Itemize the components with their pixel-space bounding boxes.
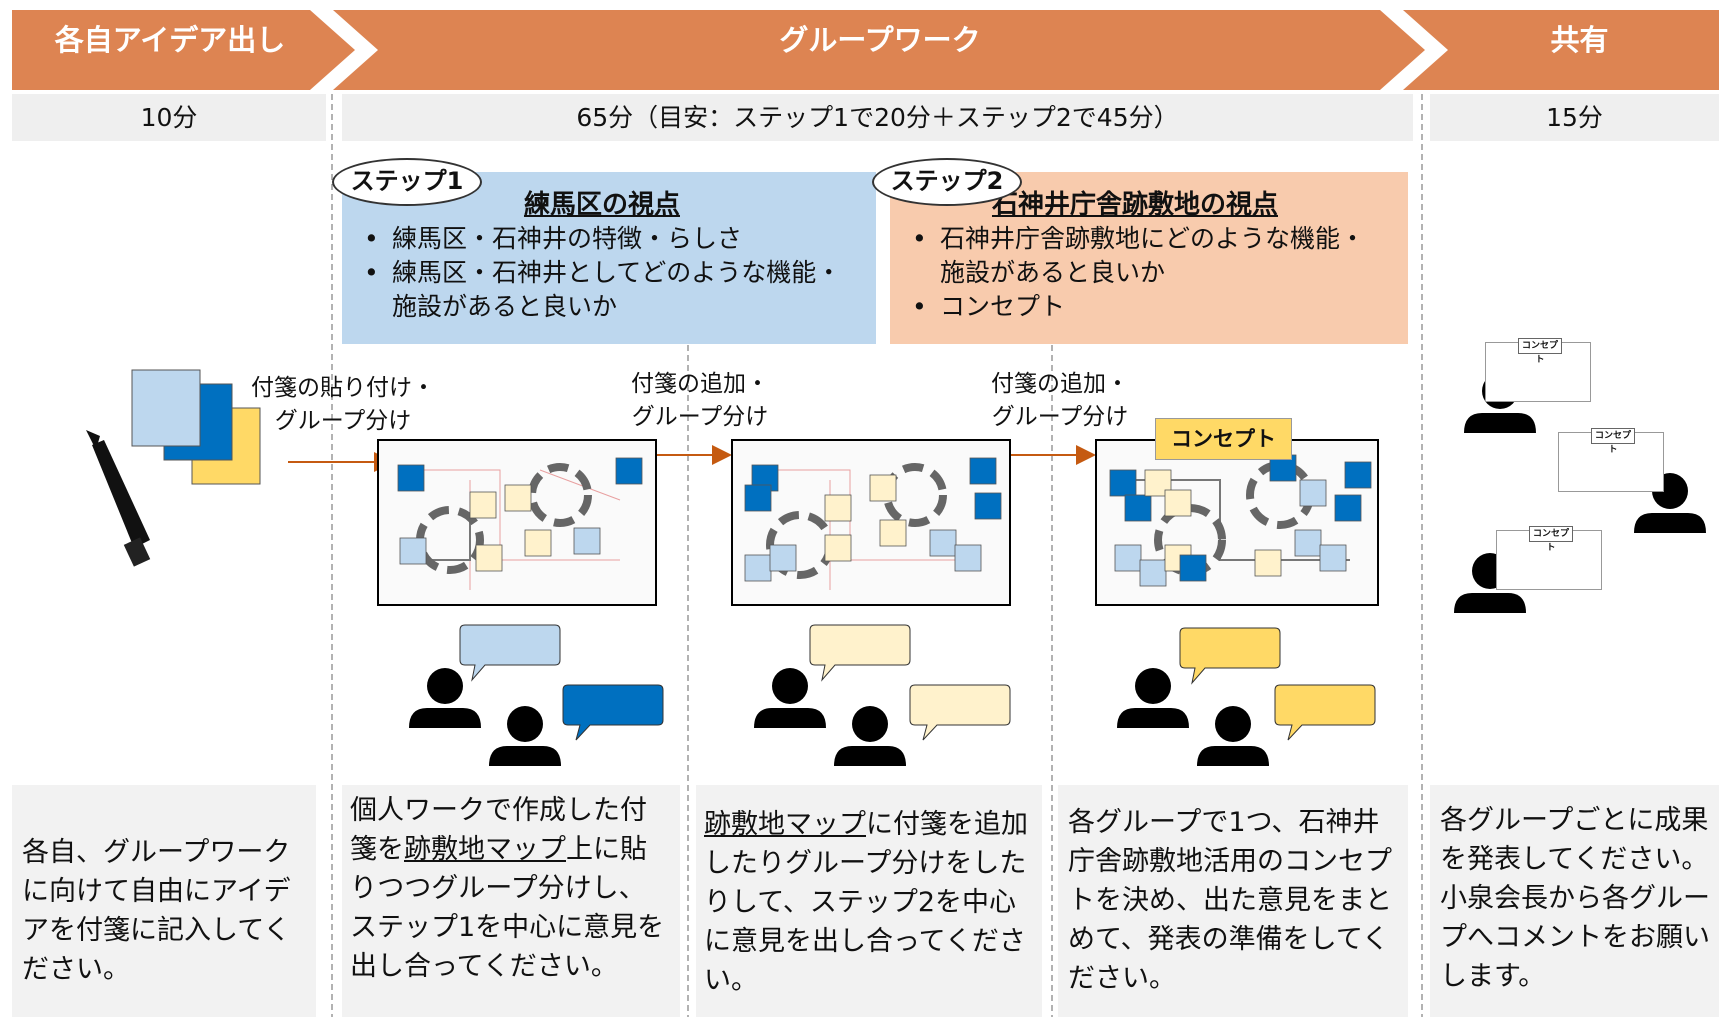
step2-bullet: コンセプト (890, 290, 1380, 324)
phase3-description: 各グループごとに成果を発表してください。小泉会長から各グループへコメントをお願い… (1430, 785, 1719, 1017)
phase2-time: 65分（目安：ステップ1で20分＋ステップ2で45分） (342, 94, 1413, 141)
desc-text: 上に貼りつつグループ分けし、ステップ1を中心に意見を出し合ってください。 (350, 834, 665, 982)
arrow3-label-line2: グループ分け (991, 404, 1129, 430)
step2a-description: 跡敷地マップに付箋を追加したりグループ分けをしたりして、ステップ2を中心に意見を… (696, 785, 1042, 1017)
step2-title: 石神井庁舎跡敷地の視点 (991, 190, 1278, 220)
phase2-label: グループワーク (779, 23, 981, 57)
desc-underline: 跡敷地マップ (704, 809, 866, 840)
step1-content: 練馬区の視点 練馬区・石神井の特徴・らしさ 練馬区・石神井としてどのような機能・… (342, 188, 862, 324)
desc-text: に付箋を追加したりグループ分けをしたりして、ステップ2を中心に意見を出し合ってく… (704, 809, 1028, 996)
arrow3-label-line1: 付箋の追加・ (991, 371, 1129, 397)
phase3-chevron (1403, 10, 1719, 90)
desc-underline: 跡敷地マップ (404, 834, 566, 865)
step1-bullet: 練馬区・石神井の特徴・らしさ (342, 222, 862, 256)
phase3-time: 15分 (1430, 94, 1719, 141)
result-board-tag: コンセプト (1518, 338, 1562, 365)
arrow3-label: 付箋の追加・ グループ分け (965, 368, 1155, 434)
phase1-time: 10分 (12, 94, 326, 141)
column-separators (331, 94, 1423, 1017)
step2-bullet: 石神井庁舎跡敷地にどのような機能・施設があると良いか (890, 222, 1380, 290)
concept-tag: コンセプト (1155, 418, 1292, 460)
site-map-3 (1095, 439, 1379, 606)
arrow2-label: 付箋の追加・ グループ分け (605, 368, 795, 434)
discussion-icon-3 (1117, 627, 1376, 766)
discussion-icon-2 (754, 624, 1011, 766)
phase1-description: 各自、グループワークに向けて自由にアイデアを付箋に記入してください。 (12, 785, 316, 1017)
step1-title: 練馬区の視点 (523, 190, 680, 220)
step2b-description: 各グループで1つ、石神井庁舎跡敷地活用のコンセプトを決め、出た意見をまとめて、発… (1058, 785, 1408, 1017)
pen-icon (86, 430, 151, 567)
step1-badge: ステップ1 (332, 158, 482, 206)
phase3-label: 共有 (1550, 23, 1609, 57)
arrow2-label-line1: 付箋の追加・ (631, 371, 769, 397)
arrow1-label-line2: グループ分け (274, 408, 412, 434)
arrow1-label-line1: 付箋の貼り付け・ (251, 375, 435, 401)
arrow2-label-line2: グループ分け (631, 404, 769, 430)
desc-text: 個人ワークで作成した付箋を (350, 795, 647, 865)
sticky-note-stack-icon (131, 369, 261, 485)
site-map-1 (377, 439, 657, 606)
phase2-chevron (333, 10, 1425, 90)
result-board: コンセプト (1558, 428, 1664, 492)
result-board-tag: コンセプト (1529, 526, 1573, 553)
result-board-tag: コンセプト (1591, 428, 1635, 455)
discussion-icon-1 (409, 624, 664, 766)
step2-content: 石神井庁舎跡敷地の視点 石神井庁舎跡敷地にどのような機能・施設があると良いか コ… (890, 188, 1380, 324)
arrow1-label: 付箋の貼り付け・ グループ分け (238, 372, 448, 438)
step1-description: 個人ワークで作成した付箋を跡敷地マップ上に貼りつつグループ分けし、ステップ1を中… (342, 785, 680, 1017)
phase1-chevron (12, 10, 355, 90)
result-board: コンセプト (1485, 338, 1591, 402)
phase1-label: 各自アイデア出し (54, 23, 286, 57)
site-map-2 (731, 439, 1011, 606)
step1-bullet: 練馬区・石神井としてどのような機能・施設があると良いか (342, 256, 862, 324)
step2-badge: ステップ2 (872, 158, 1022, 206)
result-board: コンセプト (1496, 526, 1602, 590)
